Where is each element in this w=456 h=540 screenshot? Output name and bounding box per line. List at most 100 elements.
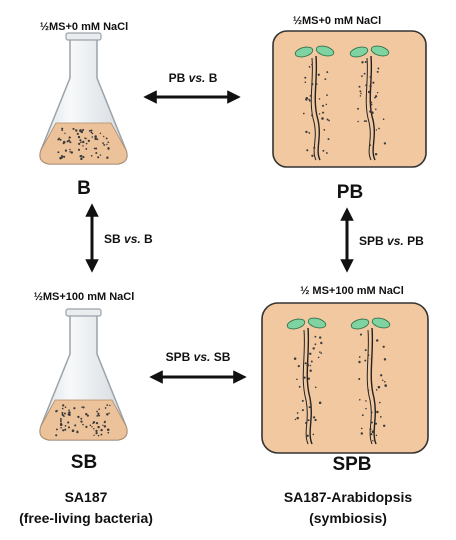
bacterium-dot: [375, 339, 379, 342]
seedling-spb-2: [350, 317, 391, 445]
bacterium-dot: [322, 111, 325, 114]
bacterium-dot: [383, 142, 387, 145]
bacterium-dot: [102, 142, 104, 144]
bacterium-dot: [67, 421, 70, 424]
bacterium-dot: [378, 127, 380, 130]
bacterium-dot: [95, 429, 98, 433]
bacterium-dot: [367, 354, 370, 357]
bacterium-dot: [382, 345, 385, 348]
bacterium-dot: [310, 360, 313, 363]
bacterium-dot: [377, 385, 381, 389]
bacterium-dot: [77, 415, 80, 419]
bacterium-dot: [87, 139, 90, 143]
bacterium-dot: [297, 365, 300, 368]
bacterium-dot: [59, 423, 63, 426]
bacterium-dot: [369, 110, 372, 113]
bacterium-dot: [367, 389, 370, 392]
root-bacteria-pb-2: [357, 61, 387, 156]
bacterium-dot: [64, 132, 66, 134]
bacterium-dot: [326, 71, 329, 74]
bacterium-dot: [314, 335, 317, 338]
bacterium-dot: [321, 104, 325, 107]
bacterium-dot: [357, 120, 359, 123]
bacterium-dot: [374, 95, 378, 98]
bacterium-dot: [364, 61, 367, 63]
bacterium-dot: [360, 92, 362, 95]
bacterium-dot: [80, 417, 83, 420]
bacterium-dot: [102, 135, 105, 138]
bacterium-dot: [372, 81, 375, 84]
bacterium-dot: [364, 359, 367, 362]
bacterium-dot: [103, 421, 106, 424]
bacterium-dot: [325, 103, 328, 106]
bacterium-dot: [375, 389, 378, 391]
bacteria-dots-b: [57, 127, 110, 161]
bacterium-dot: [311, 154, 314, 157]
bacterium-dot: [82, 406, 85, 409]
bacterium-dot: [90, 154, 93, 157]
bacterium-dot: [93, 147, 96, 150]
bacterium-dot: [82, 145, 84, 147]
condition-label-b: ½MS+0 mM NaCl: [40, 21, 128, 33]
bacterium-dot: [380, 374, 383, 377]
bacterium-dot: [376, 91, 379, 94]
bacterium-dot: [68, 413, 71, 416]
bacterium-dot: [97, 425, 100, 429]
bacterium-dot: [103, 425, 107, 428]
bacterium-dot: [320, 341, 323, 345]
bacterium-dot: [69, 141, 72, 144]
bacterium-dot: [359, 333, 363, 336]
bacterium-dot: [90, 131, 93, 134]
bacterium-dot: [98, 414, 100, 417]
bacterium-dot: [100, 428, 103, 432]
bacterium-dot: [305, 130, 308, 134]
bacterium-dot: [95, 431, 98, 435]
bacterium-dot: [358, 85, 361, 88]
bacterium-dot: [64, 406, 67, 409]
bacterium-dot: [359, 90, 362, 93]
bacterium-dot: [62, 429, 65, 432]
bacterium-dot: [88, 129, 91, 132]
bacterium-dot: [306, 434, 309, 437]
root-bacteria-spb-2: [358, 333, 387, 442]
root-bacteria-spb-1: [293, 335, 323, 437]
bacterium-dot: [365, 400, 367, 402]
bacterium-dot: [96, 410, 99, 413]
comparison-label-sb-vs-b: SB vs. B: [104, 232, 153, 246]
bacterium-dot: [360, 427, 363, 430]
bacterium-dot: [296, 416, 299, 420]
bacterium-dot: [91, 132, 94, 135]
bacterium-dot: [91, 136, 94, 138]
bacterium-dot: [93, 434, 95, 436]
bacterium-dot: [107, 141, 110, 144]
bacterium-dot: [99, 132, 102, 135]
flask-sb: [39, 308, 128, 441]
bacterium-dot: [106, 413, 109, 416]
bacterium-dot: [323, 129, 326, 131]
bacterium-dot: [82, 155, 85, 159]
bacterium-dot: [304, 421, 307, 424]
plate-spb: [261, 302, 429, 454]
bacterium-dot: [72, 127, 75, 130]
bacterium-dot: [370, 357, 373, 360]
bacterium-dot: [361, 414, 364, 417]
bacterium-dot: [97, 412, 100, 415]
bacterium-dot: [60, 426, 62, 429]
bacterium-dot: [62, 142, 65, 145]
bacterium-dot: [375, 434, 378, 437]
bacterium-dot: [92, 422, 94, 425]
bacterium-dot: [375, 129, 378, 131]
bacterium-dot: [89, 424, 92, 427]
bacterium-dot: [84, 137, 86, 139]
bacterium-dot: [309, 369, 312, 372]
bacterium-dot: [370, 433, 373, 436]
bacterium-dot: [293, 357, 297, 360]
bacterium-dot: [307, 419, 310, 422]
bacterium-dot: [61, 413, 64, 416]
bacterium-dot: [68, 136, 71, 139]
bacterium-dot: [68, 411, 71, 414]
bacterium-dot: [357, 107, 359, 110]
bacterium-dot: [307, 363, 309, 365]
bacterium-dot: [61, 156, 63, 159]
bacterium-dot: [80, 420, 83, 423]
